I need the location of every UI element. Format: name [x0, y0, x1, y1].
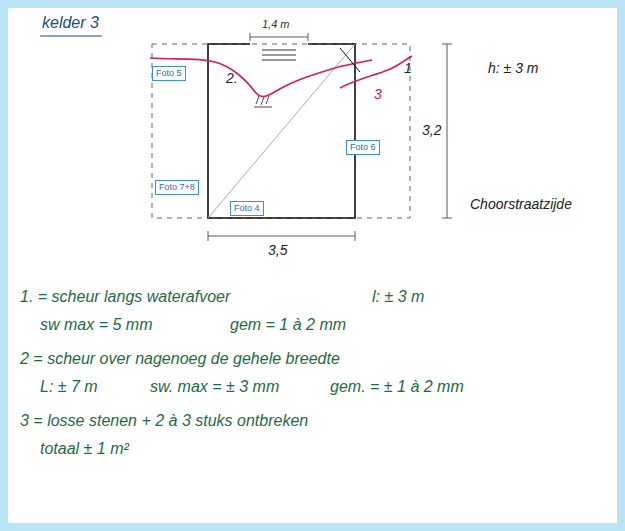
note-text: L: ± 7 m	[40, 378, 98, 396]
drain-line	[340, 48, 360, 72]
photo-tag: Foto 4	[230, 201, 264, 216]
street-side: Choorstraatzijde	[470, 196, 572, 212]
photo-tag: Foto 5	[152, 66, 186, 81]
sheet-title: kelder 3	[42, 14, 99, 32]
photo-tag: Foto 7+8	[155, 180, 199, 195]
dimension-tick	[208, 231, 209, 241]
crack-line	[150, 58, 372, 96]
note-text: totaal ± 1 m²	[40, 440, 129, 458]
callout-number: 2.	[226, 70, 238, 86]
note-text: l: ± 3 m	[372, 288, 424, 306]
outer-outline	[152, 44, 410, 218]
note-text: 3 = losse stenen + 2 à 3 stuks ontbreken	[20, 412, 308, 430]
note-text: gem. = ± 1 à 2 mm	[330, 378, 464, 396]
opening-symbol	[262, 50, 296, 51]
room-wall	[208, 44, 355, 218]
dimension-tick	[308, 33, 309, 41]
diagonal-line	[208, 44, 355, 218]
height-note: h: ± 3 m	[488, 60, 538, 76]
photo-label: Foto 4	[234, 203, 260, 214]
callout-number: 1	[404, 60, 412, 76]
dimension-label: 1,4 m	[262, 18, 290, 31]
dimension-label: 3,5	[268, 242, 287, 258]
photo-tag: Foto 6	[346, 140, 380, 155]
callout-number: 3	[374, 86, 382, 102]
photo-label: Foto 5	[156, 68, 182, 79]
dimension-tick	[442, 218, 452, 219]
opening-symbol	[262, 60, 296, 61]
dimension-label: 3,2	[422, 122, 441, 138]
dimension-tick	[250, 33, 251, 41]
dimension-line	[250, 37, 308, 38]
title-underline	[40, 35, 102, 36]
dimension-line	[208, 236, 355, 237]
page-frame	[4, 4, 621, 527]
note-text: 1. = scheur langs waterafvoer	[20, 288, 230, 306]
dimension-tick	[442, 44, 452, 45]
photo-label: Foto 7+8	[159, 182, 195, 193]
opening-symbol	[262, 55, 296, 56]
dimension-tick	[355, 231, 356, 241]
note-text: sw max = 5 mm	[40, 316, 152, 334]
dimension-line	[447, 44, 448, 218]
photo-label: Foto 6	[350, 142, 376, 153]
note-text: gem = 1 à 2 mm	[230, 316, 346, 334]
note-text: sw. max = ± 3 mm	[150, 378, 279, 396]
loose-bricks	[254, 96, 272, 107]
note-text: 2 = scheur over nagenoeg de gehele breed…	[20, 350, 340, 368]
